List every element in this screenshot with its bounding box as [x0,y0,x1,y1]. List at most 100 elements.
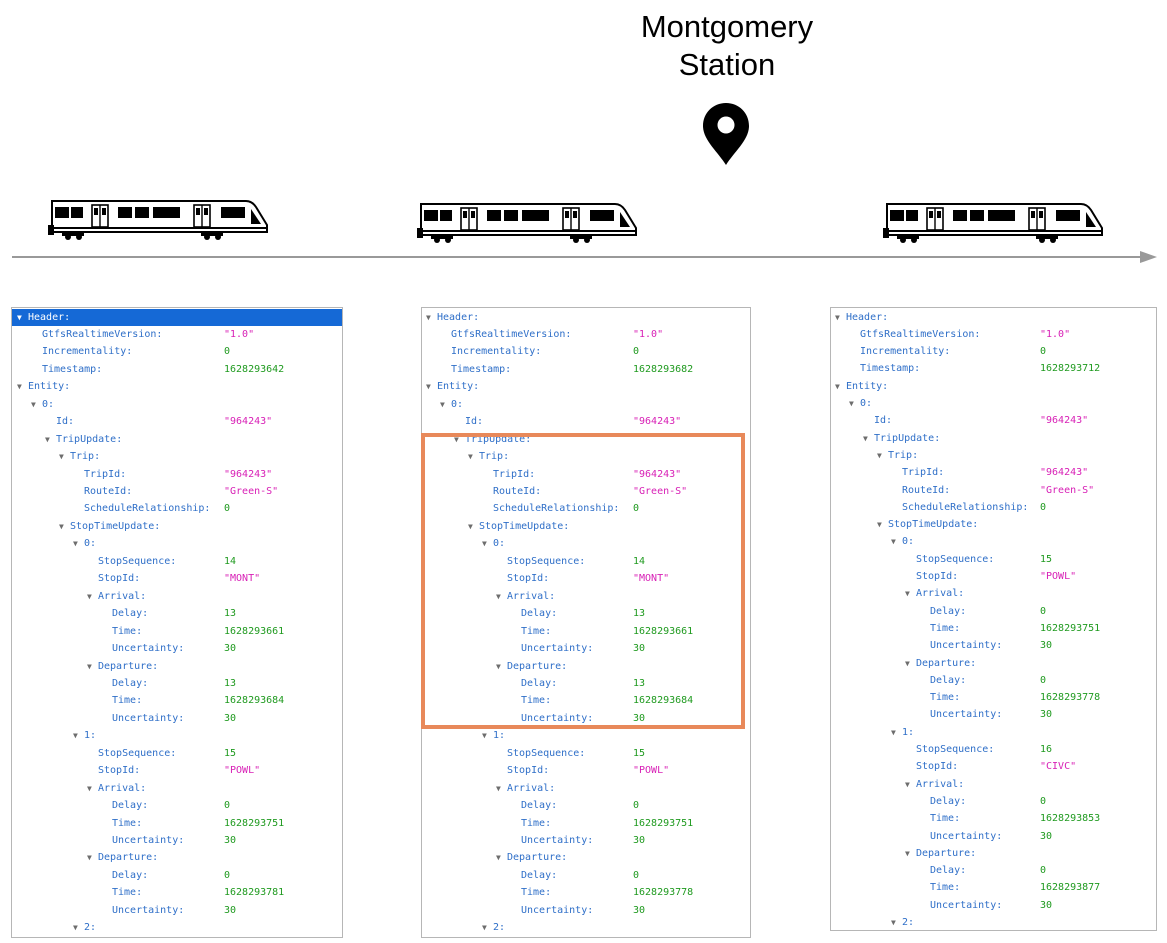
disclosure-triangle-icon[interactable]: ▼ [454,434,459,444]
tree-row[interactable]: ▼0: [831,395,1156,412]
disclosure-triangle-icon[interactable]: ▼ [835,312,840,322]
disclosure-triangle-icon[interactable]: ▼ [31,399,36,409]
disclosure-triangle-icon[interactable]: ▼ [905,589,910,599]
tree-row[interactable]: ▼2: [12,919,342,936]
disclosure-triangle-icon[interactable]: ▼ [59,452,64,462]
tree-row[interactable]: ▼Arrival: [422,780,750,797]
tree-row[interactable]: ▼2: [422,919,750,936]
disclosure-triangle-icon[interactable]: ▼ [877,520,882,530]
disclosure-triangle-icon[interactable]: ▼ [468,521,473,531]
tree-row: Time:1628293778 [831,689,1156,706]
disclosure-triangle-icon[interactable]: ▼ [496,853,501,863]
tree-row[interactable]: ▼Arrival: [831,585,1156,602]
disclosure-triangle-icon[interactable]: ▼ [496,783,501,793]
tree-key: Time: [112,887,143,899]
disclosure-triangle-icon[interactable]: ▼ [59,521,64,531]
disclosure-triangle-icon[interactable]: ▼ [891,537,896,547]
tree-row: Uncertainty:30 [12,710,342,727]
tree-row[interactable]: ▼1: [12,727,342,744]
tree-key: TripUpdate: [56,433,123,445]
disclosure-triangle-icon[interactable]: ▼ [835,381,840,391]
disclosure-triangle-icon[interactable]: ▼ [482,923,487,933]
disclosure-triangle-icon[interactable]: ▼ [468,452,473,462]
disclosure-triangle-icon[interactable]: ▼ [87,591,92,601]
tree-row[interactable]: ▼StopTimeUpdate: [831,516,1156,533]
tree-row[interactable]: ▼Departure: [12,658,342,675]
tree-row[interactable]: ▼0: [831,533,1156,550]
tree-row: Timestamp:1628293642 [12,361,342,378]
tree-row[interactable]: ▼0: [422,535,750,552]
feed-tree-panel-2[interactable]: ▼Header:GtfsRealtimeVersion:"1.0" Increme… [421,307,751,938]
tree-row[interactable]: ▼Header: [422,309,750,326]
disclosure-triangle-icon[interactable]: ▼ [905,658,910,668]
tree-row[interactable]: ▼StopTimeUpdate: [422,518,750,535]
tree-row[interactable]: ▼TripUpdate: [422,431,750,448]
tree-key: ScheduleRelationship: [902,501,1029,513]
tree-row[interactable]: ▼Header: [12,308,342,326]
tree-row[interactable]: ▼Arrival: [12,780,342,797]
tree-row: Time:1628293781 [12,884,342,901]
disclosure-triangle-icon[interactable]: ▼ [440,399,445,409]
tree-row[interactable]: ▼Arrival: [12,588,342,605]
tree-value: 1628293661 [224,625,285,637]
disclosure-triangle-icon[interactable]: ▼ [426,382,431,392]
tree-row[interactable]: ▼1: [831,724,1156,741]
tree-row[interactable]: ▼Trip: [12,448,342,465]
disclosure-triangle-icon[interactable]: ▼ [905,779,910,789]
disclosure-triangle-icon[interactable]: ▼ [496,591,501,601]
tree-row[interactable]: ▼ TripUpdate: [12,431,342,448]
disclosure-triangle-icon[interactable]: ▼ [17,382,22,392]
disclosure-triangle-icon[interactable]: ▼ [87,853,92,863]
tree-row: Time:1628293778 [422,884,750,901]
disclosure-triangle-icon[interactable]: ▼ [496,661,501,671]
tree-row[interactable]: ▼Departure: [831,845,1156,862]
tree-value: "MONT" [633,573,670,585]
disclosure-triangle-icon[interactable]: ▼ [73,539,78,549]
tree-row[interactable]: ▼StopTimeUpdate: [12,518,342,535]
disclosure-triangle-icon[interactable]: ▼ [426,312,431,322]
tree-row: GtfsRealtimeVersion:"1.0" [422,326,750,343]
disclosure-triangle-icon[interactable]: ▼ [87,783,92,793]
tree-row[interactable]: ▼Departure: [422,849,750,866]
disclosure-triangle-icon[interactable]: ▼ [877,450,882,460]
tree-row[interactable]: ▼Header: [831,309,1156,326]
disclosure-triangle-icon[interactable]: ▼ [482,731,487,741]
tree-row[interactable]: ▼Entity: [422,378,750,395]
disclosure-triangle-icon[interactable]: ▼ [482,539,487,549]
tree-row: Timestamp:1628293682 [422,361,750,378]
train-icon [417,201,639,243]
tree-row[interactable]: ▼1: [422,727,750,744]
tree-row[interactable]: ▼Entity: [831,378,1156,395]
tree-row[interactable]: ▼ 2: [831,914,1156,930]
tree-row[interactable]: ▼Arrival: [831,776,1156,793]
tree-row[interactable]: ▼ Departure: [12,849,342,866]
disclosure-triangle-icon[interactable]: ▼ [45,434,50,444]
tree-row[interactable]: ▼Arrival: [422,588,750,605]
disclosure-triangle-icon[interactable]: ▼ [17,312,22,322]
tree-row[interactable]: ▼Entity: [12,378,342,395]
disclosure-triangle-icon[interactable]: ▼ [849,399,854,408]
tree-key: Departure: [98,852,159,864]
tree-key: Incrementality: [451,346,542,358]
tree-row[interactable]: ▼Trip: [422,448,750,465]
disclosure-triangle-icon[interactable]: ▼ [891,727,896,737]
feed-tree-panel-3[interactable]: ▼Header:GtfsRealtimeVersion:"1.0"Increme… [830,307,1157,931]
tree-key: Delay: [112,800,149,812]
tree-row: Uncertainty:30 [422,902,750,919]
tree-row[interactable]: ▼0: [422,396,750,413]
tree-row[interactable]: ▼TripUpdate: [831,430,1156,447]
tree-row[interactable]: ▼Trip: [831,447,1156,464]
tree-row[interactable]: ▼0: [12,535,342,552]
tree-row[interactable]: ▼Departure: [831,655,1156,672]
feed-tree-panel-1[interactable]: ▼Header:GtfsRealtimeVersion:"1.0"Increme… [11,307,343,938]
tree-row[interactable]: ▼0: [12,396,342,413]
tree-row: Uncertainty:30 [422,710,750,727]
disclosure-triangle-icon[interactable]: ▼ [863,433,868,443]
disclosure-triangle-icon[interactable]: ▼ [87,661,92,671]
tree-row[interactable]: ▼Departure: [422,658,750,675]
disclosure-triangle-icon[interactable]: ▼ [73,731,78,741]
disclosure-triangle-icon[interactable]: ▼ [905,848,910,858]
disclosure-triangle-icon[interactable]: ▼ [73,923,78,933]
disclosure-triangle-icon[interactable]: ▼ [891,918,896,927]
tree-key: 2: [902,917,915,928]
